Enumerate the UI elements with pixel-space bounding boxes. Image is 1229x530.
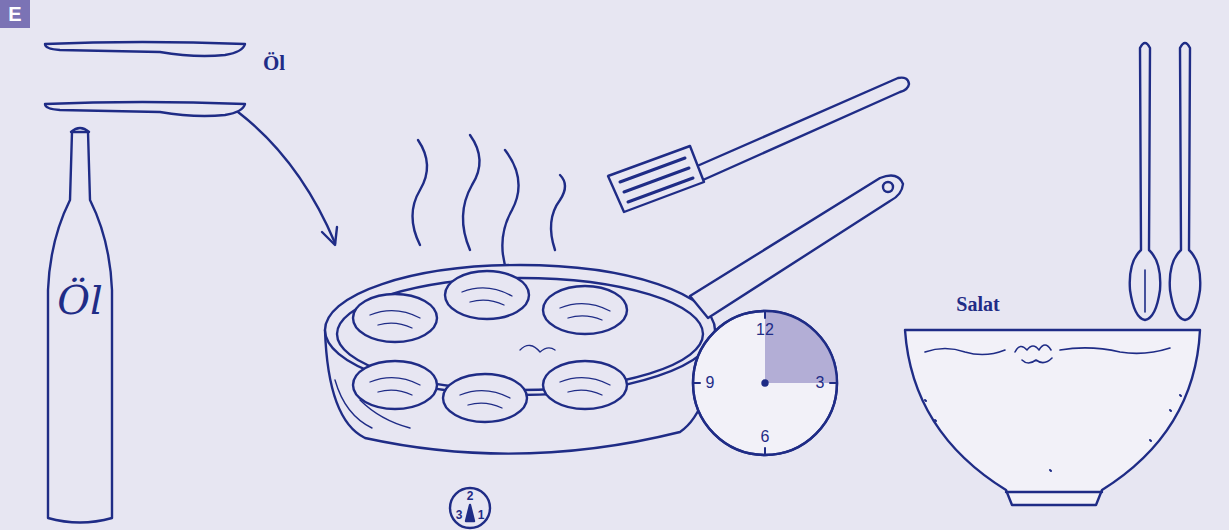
bowl-dots — [925, 395, 1181, 471]
bowl-decoration — [925, 348, 1170, 355]
clock-rim — [693, 311, 837, 455]
clock-number: 6 — [761, 429, 770, 445]
oil-label: Öl — [263, 53, 285, 74]
steam — [413, 140, 428, 245]
clock-number: 12 — [756, 322, 774, 338]
clock-number: 9 — [706, 375, 715, 391]
clock-number: 3 — [816, 375, 825, 391]
handle-hole — [883, 182, 893, 192]
spoon — [45, 102, 245, 116]
dial-number: 1 — [478, 509, 485, 521]
dial-number: 3 — [456, 509, 463, 521]
spatula-blade — [608, 146, 704, 212]
spatula-slots — [620, 158, 693, 202]
salad-spoon — [1170, 43, 1201, 320]
panel-badge: E — [0, 0, 30, 28]
patty — [443, 374, 527, 422]
salad-bowl — [905, 330, 1200, 505]
clock-face — [693, 311, 837, 455]
bottle-cap — [71, 128, 89, 132]
bowl-foot — [1006, 491, 1102, 493]
arrow-head — [322, 227, 337, 245]
steam — [551, 175, 565, 250]
badge-letter: E — [8, 4, 21, 24]
steam — [502, 150, 518, 275]
clock-center — [763, 381, 768, 386]
dial-number: 2 — [467, 490, 474, 502]
patty — [543, 286, 627, 334]
patty — [353, 361, 437, 409]
salad-fork — [1130, 43, 1161, 320]
salad-label: Salat — [956, 294, 999, 314]
spoon — [45, 42, 245, 56]
patty — [445, 271, 529, 319]
steam — [463, 135, 480, 250]
patty — [353, 294, 437, 342]
pour-arrow — [238, 112, 335, 243]
fork-slot — [1144, 270, 1146, 312]
pan-handle — [690, 176, 903, 318]
bowl-flowers — [1015, 345, 1052, 363]
stove-dial — [450, 488, 490, 528]
patty — [543, 361, 627, 409]
spatula-handle — [688, 78, 909, 184]
bottle-label: Öl — [57, 280, 103, 320]
oil-bottle — [48, 132, 112, 523]
dial-pointer — [466, 505, 474, 521]
clock-ticks — [693, 311, 837, 455]
patty-texture — [370, 288, 610, 408]
